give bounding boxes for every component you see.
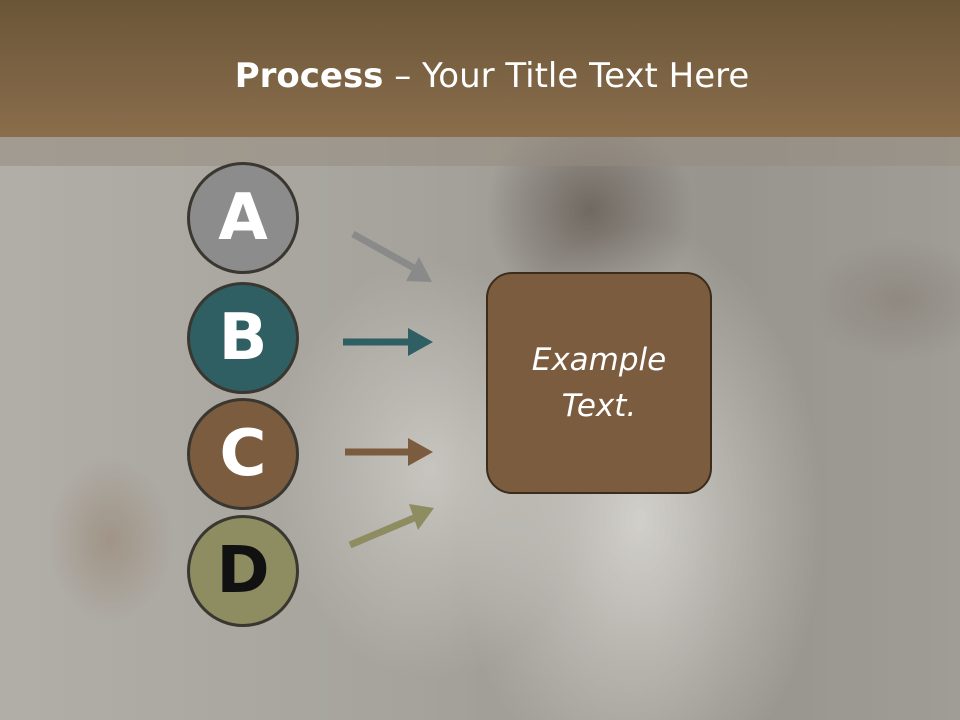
step-circle-b[interactable]: B	[187, 282, 299, 394]
arrow-d	[348, 504, 434, 549]
example-text-box[interactable]: Example Text.	[486, 272, 712, 494]
slide-title-rest: – Your Title Text Here	[383, 56, 750, 96]
step-circle-c[interactable]: C	[187, 398, 299, 510]
step-circle-d[interactable]: D	[187, 515, 299, 627]
slide-title[interactable]: Process – Your Title Text Here	[0, 54, 960, 98]
slide-title-bold: Process	[234, 56, 384, 96]
arrow-a	[351, 230, 432, 282]
example-text: Example Text.	[531, 342, 667, 424]
step-letter-c: C	[219, 417, 267, 491]
arrow-c	[345, 438, 433, 466]
step-letter-d: D	[216, 534, 270, 608]
step-letter-b: B	[218, 301, 268, 375]
title-bar-strip	[0, 137, 960, 166]
arrow-b	[343, 328, 433, 356]
step-circle-a[interactable]: A	[187, 162, 299, 274]
title-bar	[0, 0, 960, 137]
step-letter-a: A	[218, 181, 268, 255]
